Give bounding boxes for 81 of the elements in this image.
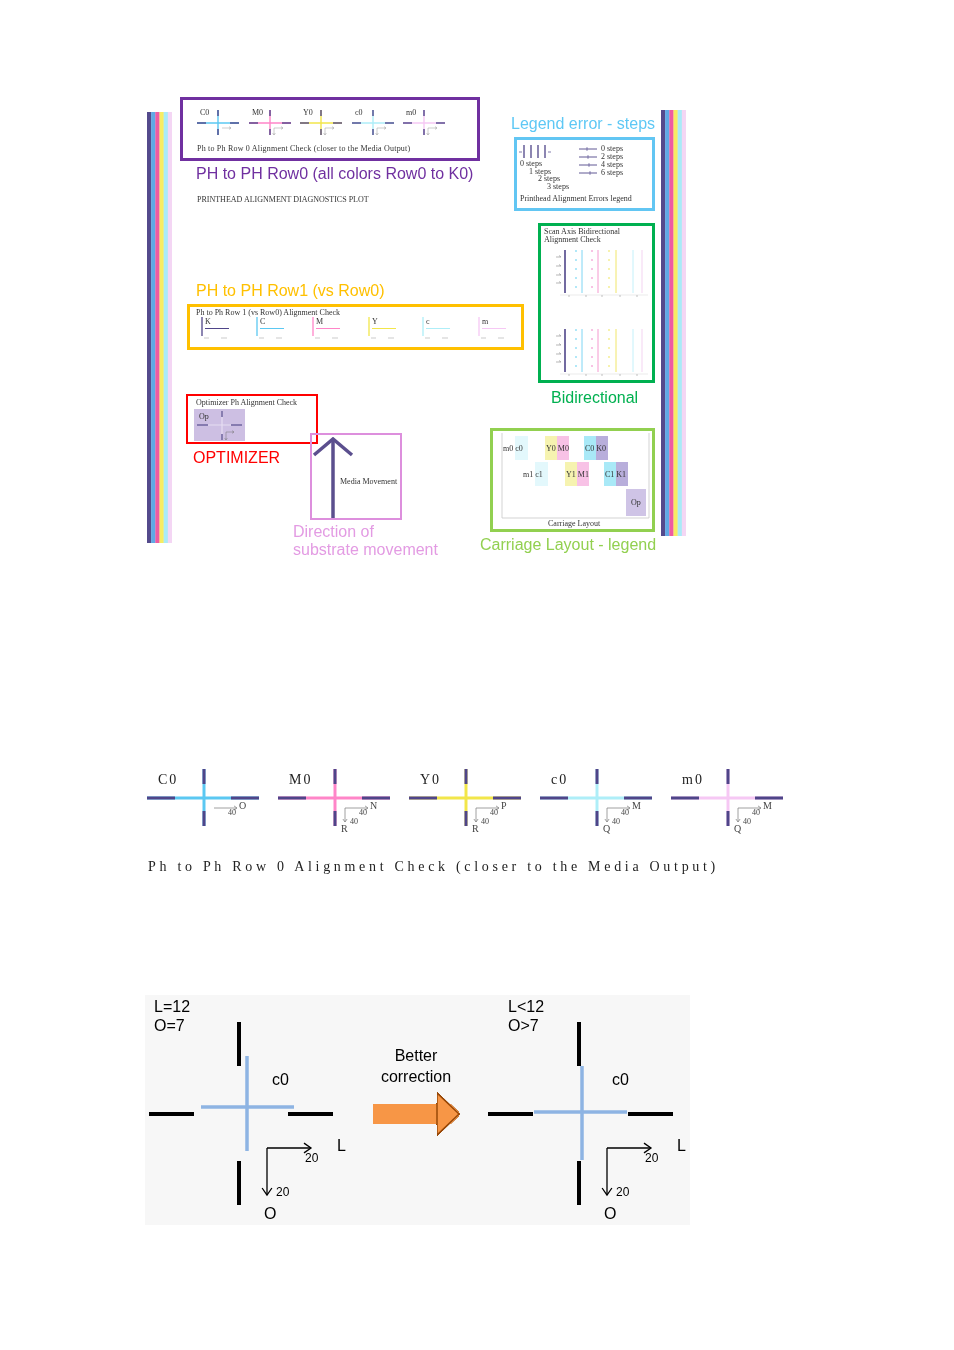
step-label: 2 steps bbox=[538, 175, 560, 183]
arrow bbox=[373, 1092, 460, 1136]
step-label: 40 bbox=[752, 809, 760, 817]
annotation-title: OPTIMIZER bbox=[193, 449, 281, 467]
annotation-title: Bidirectional bbox=[551, 389, 639, 407]
check-caption: Ph to Ph Row 0 Alignment Check (closer to the Media Output) bbox=[148, 859, 719, 875]
step-label: 1 steps bbox=[529, 167, 551, 175]
step-label: 0 steps bbox=[520, 160, 542, 168]
annotation-title: Direction of substrate movement bbox=[293, 523, 439, 559]
cross-label: M bbox=[316, 317, 324, 326]
axis-label: Q bbox=[734, 824, 742, 834]
step-label: 6 steps bbox=[601, 169, 623, 177]
cross-label: c bbox=[426, 317, 430, 326]
cross-label: C bbox=[260, 317, 266, 326]
annotation-title: Carriage Layout - legend bbox=[480, 536, 657, 554]
step-label: 20 bbox=[276, 1185, 290, 1199]
step-label: 40 bbox=[481, 818, 489, 826]
axis-label: M bbox=[632, 801, 641, 811]
cross-label: c0 bbox=[551, 772, 569, 788]
cross-label: Y0 bbox=[420, 772, 442, 788]
edge-label: Better correction bbox=[379, 1046, 453, 1087]
cross-label: c0 bbox=[612, 1071, 629, 1089]
annotation-title: Legend error - steps bbox=[511, 115, 656, 133]
axis-label: O bbox=[604, 1205, 617, 1223]
step-label: 0 steps bbox=[601, 145, 623, 153]
cross-label: c0 bbox=[355, 108, 363, 117]
step-label: 20 bbox=[305, 1151, 319, 1165]
value-label: L<12 bbox=[508, 998, 545, 1016]
plot-title: PRINTHEAD ALIGNMENT DIAGNOSTICS PLOT bbox=[197, 195, 369, 204]
cross-label: c0 bbox=[272, 1071, 289, 1089]
step-label: 2 steps bbox=[601, 153, 623, 161]
cross-label: M0 bbox=[289, 772, 313, 788]
highlight-frame bbox=[310, 433, 402, 520]
check-caption: Ph to Ph Row 0 Alignment Check (closer to the Media Output) bbox=[197, 144, 411, 153]
axis-label: N bbox=[370, 801, 378, 811]
axis-label: P bbox=[501, 801, 507, 811]
chart-caption: Carriage Layout bbox=[548, 519, 601, 528]
cross-label: C0 bbox=[158, 772, 179, 788]
cross-label: Y bbox=[372, 317, 378, 326]
step-label: 20 bbox=[616, 1185, 630, 1199]
step-label: 40 bbox=[228, 809, 236, 817]
highlight-frame bbox=[514, 137, 655, 211]
step-label: 40 bbox=[621, 809, 629, 817]
axis-label: O bbox=[264, 1205, 277, 1223]
step-label: 3 steps bbox=[547, 182, 569, 190]
cross-label: M0 bbox=[252, 108, 264, 117]
step-label: 40 bbox=[350, 818, 358, 826]
step-label: 40 bbox=[359, 809, 367, 817]
step-label: 4 steps bbox=[601, 161, 623, 169]
arrow-caption: Media Movement bbox=[340, 477, 398, 486]
highlight-frame bbox=[187, 304, 524, 350]
cross-label: m0 bbox=[406, 108, 417, 117]
cross-label: m0 bbox=[682, 772, 704, 788]
cross-label: Op bbox=[199, 412, 209, 421]
highlight-frame bbox=[180, 97, 480, 161]
check-caption: Optimizer Ph Alignment Check bbox=[196, 398, 298, 407]
value-label: L=12 bbox=[154, 998, 191, 1016]
highlight-frame bbox=[538, 223, 655, 383]
axis-label: Q bbox=[603, 824, 611, 834]
check-caption: Scan Axis Bidirectional Alignment Check bbox=[544, 228, 621, 244]
step-label: 40 bbox=[612, 818, 620, 826]
axis-label: L bbox=[337, 1137, 346, 1155]
step-label: 20 bbox=[645, 1151, 659, 1165]
cross-label: C0 bbox=[200, 108, 210, 117]
check-caption: Ph to Ph Row 1 (vs Row0) Alignment Check bbox=[196, 308, 340, 317]
axis-label: L bbox=[677, 1137, 686, 1155]
value-label: O=7 bbox=[154, 1017, 185, 1035]
cross-label: m bbox=[482, 317, 489, 326]
highlight-frame bbox=[186, 394, 318, 444]
step-label: 40 bbox=[490, 809, 498, 817]
axis-label: M bbox=[763, 801, 772, 811]
value-label: O>7 bbox=[508, 1017, 539, 1035]
annotation-title: PH to PH Row0 (all colors Row0 to K0) bbox=[196, 165, 474, 183]
legend-caption: Printhead Alignment Errors legend bbox=[520, 194, 632, 203]
axis-label: R bbox=[472, 824, 479, 834]
axis-label: R bbox=[341, 824, 348, 834]
cross-label: K bbox=[205, 317, 211, 326]
step-label: 40 bbox=[743, 818, 751, 826]
axis-label: O bbox=[239, 801, 247, 811]
cross-label: Y0 bbox=[303, 108, 313, 117]
annotation-title: PH to PH Row1 (vs Row0) bbox=[196, 282, 385, 300]
